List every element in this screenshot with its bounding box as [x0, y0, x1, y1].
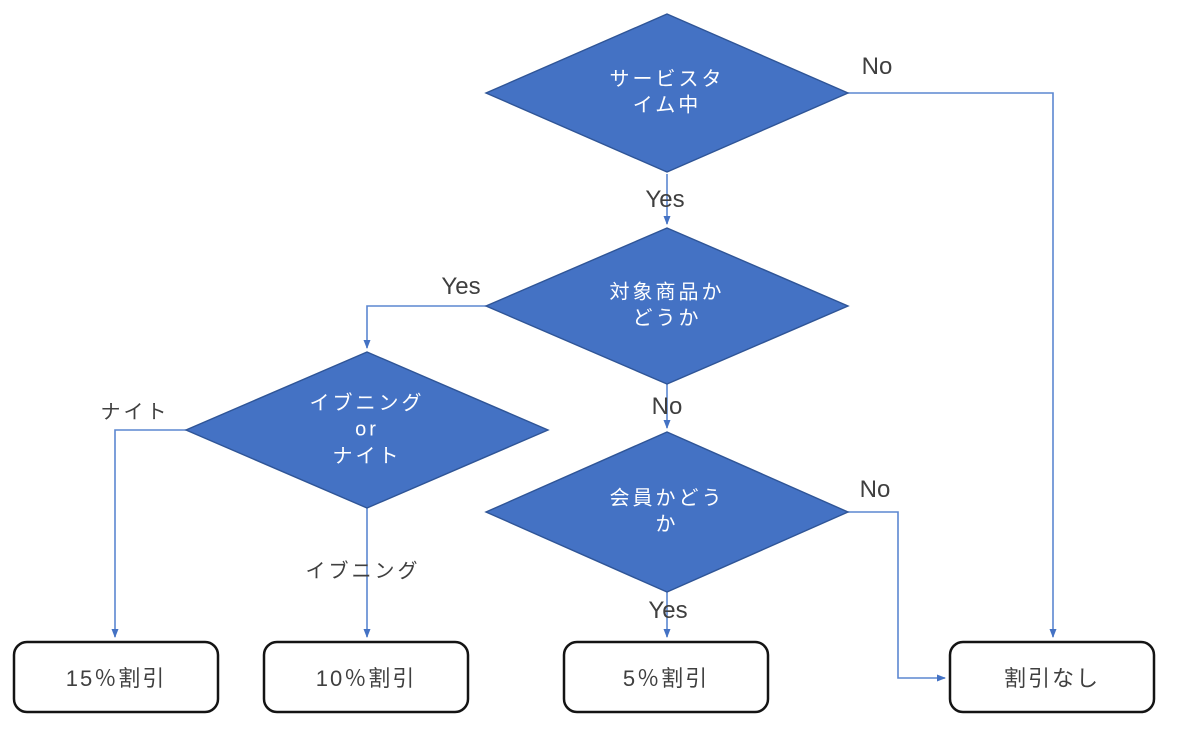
decision-target-product-shape: [484, 227, 850, 385]
result-no-discount-shape: [948, 640, 1156, 714]
decision-service-time-shape: [484, 13, 850, 173]
decision-group: [184, 13, 850, 593]
edge-service-time-no: [848, 92, 1057, 638]
result-discount-10-shape: [262, 640, 470, 714]
decision-evening-or-night-shape: [184, 351, 550, 509]
result-group: [12, 640, 1156, 714]
edge-member-no: [848, 511, 946, 682]
connector-group: [111, 92, 1057, 682]
decision-member-shape: [484, 431, 850, 593]
edge-evening-night-night: [111, 429, 186, 638]
result-discount-15-shape: [12, 640, 220, 714]
result-discount-5-shape: [562, 640, 770, 714]
edge-target-product-yes: [363, 305, 486, 349]
